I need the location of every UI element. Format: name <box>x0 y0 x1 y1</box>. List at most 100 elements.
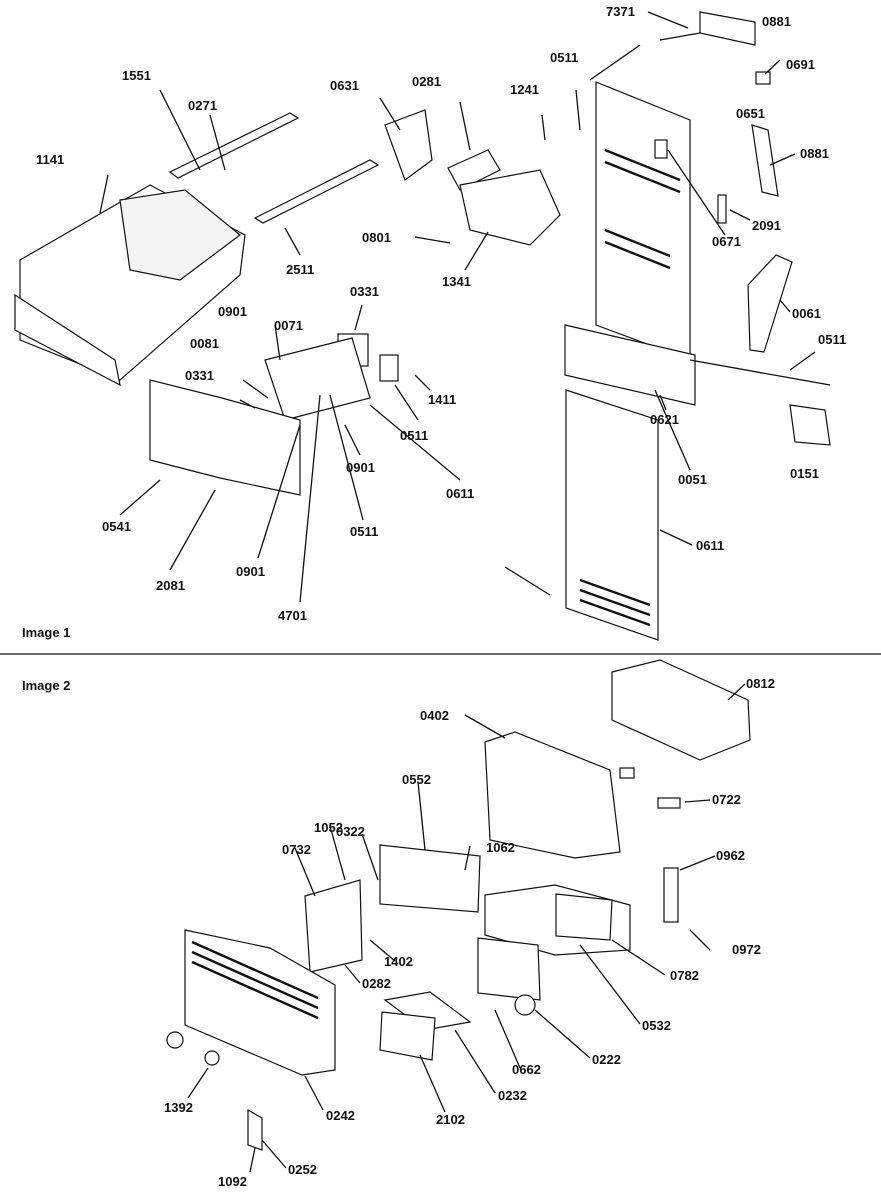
part-label: 0621 <box>650 412 679 427</box>
part-plate-0552 <box>379 844 481 913</box>
part-label: 0402 <box>420 708 449 723</box>
part-top-plate <box>589 11 756 81</box>
part-label: 0511 <box>350 524 378 539</box>
part-label: 0881 <box>800 146 829 161</box>
part-label: 0282 <box>362 976 391 991</box>
part-small-cube <box>755 71 771 85</box>
part-label: 0051 <box>678 472 707 487</box>
part-label: 0222 <box>592 1052 621 1067</box>
part-label: 0242 <box>326 1108 355 1123</box>
panel-image-2 <box>166 659 751 1173</box>
part-label: 0962 <box>716 848 745 863</box>
part-knob-1392 <box>204 1050 220 1066</box>
part-label: 2091 <box>752 218 781 233</box>
part-label: 0541 <box>102 519 131 534</box>
part-label: 0331 <box>185 368 214 383</box>
part-side-strip-0651 <box>751 124 779 197</box>
panel-label-image-1: Image 1 <box>22 625 70 640</box>
part-side-strip-2511 <box>747 254 793 353</box>
part-spacer <box>619 767 635 779</box>
part-label: 1052 <box>314 820 343 835</box>
part-bracket-0812 <box>611 659 751 761</box>
part-label: 0271 <box>188 98 217 113</box>
part-label: 0552 <box>402 772 431 787</box>
part-label: 0611 <box>446 486 474 501</box>
part-plate-0901 <box>264 337 371 421</box>
part-label: 0801 <box>362 230 391 245</box>
part-label: 0782 <box>670 968 699 983</box>
part-label: 0511 <box>550 50 578 65</box>
part-rear-panel <box>595 81 691 361</box>
part-label: 0331 <box>350 284 379 299</box>
part-label: 1141 <box>36 152 64 167</box>
part-motor-0222 <box>514 994 536 1016</box>
part-rail-0271 <box>168 112 300 179</box>
part-box <box>477 937 541 1001</box>
part-label: 0081 <box>190 336 219 351</box>
part-ice-maker <box>459 169 561 246</box>
part-bracket-0881 <box>717 194 727 224</box>
part-housing-0281 <box>447 149 501 191</box>
part-label: 0322 <box>336 824 365 839</box>
part-label: 0732 <box>282 842 311 857</box>
part-labels-image-2: 0812 0402 0722 0552 0322 1052 1062 0732 … <box>164 676 775 1189</box>
part-label: 0252 <box>288 1162 317 1177</box>
part-label: 4701 <box>278 608 307 623</box>
part-panel-grille <box>191 940 319 1020</box>
part-frame-2102 <box>379 1011 436 1061</box>
part-label: 1092 <box>218 1174 247 1189</box>
panel-label-image-2: Image 2 <box>22 678 70 693</box>
part-housing-0051 <box>149 379 301 496</box>
part-label: 0671 <box>712 234 741 249</box>
part-label: 0881 <box>762 14 791 29</box>
part-label: 0972 <box>732 942 761 957</box>
part-label: 0901 <box>236 564 265 579</box>
part-label: 1341 <box>442 274 471 289</box>
part-label: 1402 <box>384 954 413 969</box>
part-gasket-0782 <box>555 893 613 941</box>
part-label: 0151 <box>790 466 819 481</box>
part-label: 0901 <box>218 304 247 319</box>
part-rail-1341 <box>253 159 380 224</box>
part-label: 0812 <box>746 676 775 691</box>
part-label: 1241 <box>510 82 539 97</box>
part-label: 0691 <box>786 57 815 72</box>
part-label: 0061 <box>792 306 821 321</box>
part-label: 0511 <box>400 428 428 443</box>
part-clip-1092 <box>247 1108 263 1151</box>
part-label: 2102 <box>436 1112 465 1127</box>
part-knob <box>166 1031 184 1049</box>
part-label: 2081 <box>156 578 185 593</box>
part-shield-0631 <box>384 109 433 181</box>
part-label: 0662 <box>512 1062 541 1077</box>
part-labels-image-1: 0881 0691 0511 1241 0281 0631 1551 0271 … <box>36 14 846 623</box>
part-label: 0232 <box>498 1088 527 1103</box>
part-label: 0532 <box>642 1018 671 1033</box>
part-strip-0962 <box>663 867 679 923</box>
part-housing-0402 <box>484 731 621 859</box>
part-label: 1062 <box>486 840 515 855</box>
part-label: 0281 <box>412 74 441 89</box>
part-label: 0901 <box>346 460 375 475</box>
panel-image-1 <box>14 11 831 641</box>
part-vent-grille <box>579 578 651 627</box>
part-label: 1411 <box>428 392 456 407</box>
part-label: 0651 <box>736 106 765 121</box>
part-label: 0071 <box>274 318 303 333</box>
part-label: 1551 <box>122 68 151 83</box>
part-label: 2511 <box>286 262 314 277</box>
part-label: 0631 <box>330 78 359 93</box>
part-shroud-0151 <box>564 324 696 406</box>
part-label: 0722 <box>712 792 741 807</box>
part-ice-bucket-1141 <box>14 184 246 387</box>
part-label: 0511 <box>818 332 846 347</box>
part-bracket-0621 <box>789 404 831 446</box>
part-label: 1392 <box>164 1100 193 1115</box>
header-fragment: 7371 <box>606 4 635 19</box>
part-label: 0611 <box>696 538 724 553</box>
part-bracket-0732 <box>304 879 363 973</box>
part-cover-4701 <box>565 389 659 641</box>
leader-lines-image-1 <box>99 11 831 603</box>
part-spacer-0722 <box>657 797 681 809</box>
